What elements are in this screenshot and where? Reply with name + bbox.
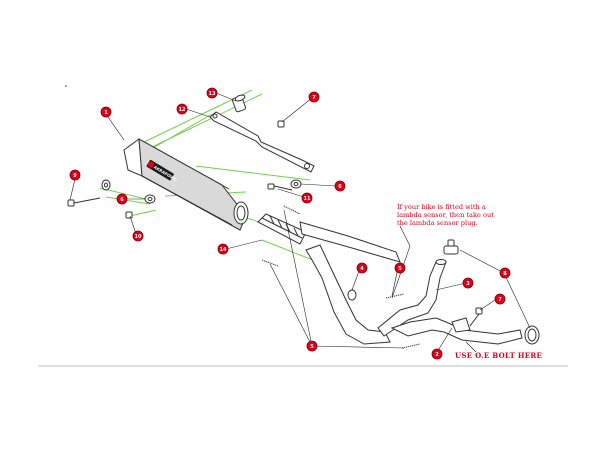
callout-6-right: 6	[334, 180, 346, 192]
svg-text:2: 2	[435, 352, 439, 358]
muffler-body	[138, 138, 247, 231]
exhaust-clamp	[524, 325, 540, 345]
callout-1: 1	[100, 106, 112, 118]
stray-mark	[65, 85, 67, 87]
oe-bolt-instruction: USE O.E BOLT HERE	[455, 351, 542, 360]
svg-text:3: 3	[466, 281, 470, 287]
svg-text:7: 7	[312, 95, 316, 101]
washer-left-bottom	[144, 194, 156, 204]
note-line-2: lambda sensor, then take out	[397, 211, 494, 219]
bolt-lower-right	[469, 307, 483, 327]
svg-text:6: 6	[338, 184, 342, 190]
svg-text:10: 10	[135, 234, 142, 240]
note-line-1: If your bike is fitted with a	[397, 203, 486, 211]
lambda-sensor-plug	[443, 239, 459, 255]
nut-bottom-left	[125, 211, 133, 219]
svg-text:11: 11	[304, 196, 311, 202]
callout-5-upper: 5	[394, 262, 406, 274]
callout-10: 10	[132, 230, 144, 242]
svg-text:5: 5	[398, 266, 402, 272]
callout-6-left: 6	[116, 193, 128, 205]
callout-13: 13	[206, 87, 218, 99]
brand-logo-icon	[147, 161, 154, 168]
nut-top	[277, 120, 285, 128]
callouts: 1 12 13 7 6 11 9 6	[69, 87, 511, 360]
svg-text:5: 5	[310, 344, 314, 350]
note-line-3: the lambda sensor plug.	[397, 219, 478, 227]
washer-left-top	[101, 179, 111, 191]
hanger-bracket	[209, 111, 315, 173]
svg-text:1: 1	[104, 110, 108, 116]
callout-14: 14	[217, 243, 229, 255]
lambda-sensor-note: If your bike is fitted with a lambda sen…	[397, 203, 494, 227]
callout-2: 2	[431, 348, 443, 360]
callout-8: 8	[499, 267, 511, 279]
callout-7-lower: 7	[494, 293, 506, 305]
header-pipe-lower	[390, 317, 523, 345]
callout-11: 11	[301, 192, 313, 204]
bolt-left	[67, 197, 101, 207]
callout-12: 12	[176, 103, 188, 115]
washer-right	[290, 179, 302, 189]
callout-9: 9	[69, 169, 81, 181]
callout-7-top: 7	[308, 91, 320, 103]
svg-text:7: 7	[498, 297, 502, 303]
svg-text:9: 9	[73, 173, 77, 179]
svg-text:4: 4	[360, 266, 364, 272]
springs	[261, 205, 421, 349]
svg-text:14: 14	[220, 247, 227, 253]
bolt-right	[267, 183, 293, 191]
header-pipe-upper	[377, 259, 447, 337]
spacer-sleeve	[231, 94, 247, 113]
callout-3: 3	[462, 277, 474, 289]
svg-text:12: 12	[179, 107, 186, 113]
muffler-assembly: AKRAPOVIC	[123, 138, 249, 231]
callout-4: 4	[356, 262, 368, 274]
callout-5-lower: 5	[306, 340, 318, 352]
svg-text:6: 6	[120, 197, 124, 203]
svg-text:8: 8	[503, 271, 507, 277]
mesh-sleeve	[257, 213, 307, 245]
svg-text:13: 13	[209, 91, 216, 97]
